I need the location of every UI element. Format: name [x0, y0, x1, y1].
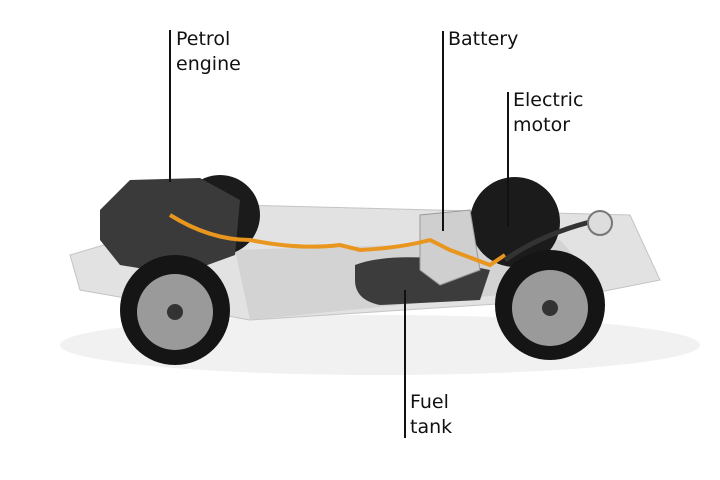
label-line: Petrol: [176, 28, 231, 50]
petrol-engine-label: Petrol engine: [176, 27, 241, 77]
hybrid-cable: [168, 213, 507, 268]
electric-motor-leader-line: [507, 92, 509, 227]
far-rear-wheel: [470, 177, 560, 267]
battery-label: Battery: [448, 27, 518, 52]
label-line: Electric: [513, 89, 584, 111]
label-line: Battery: [448, 28, 519, 50]
fuel-tank-label: Fuel tank: [410, 390, 452, 440]
battery-pack: [419, 209, 481, 286]
rear-wheel: [495, 250, 605, 360]
battery-leader-line: [442, 31, 444, 231]
exhaust-tip: [587, 210, 613, 236]
label-line: tank: [410, 416, 453, 438]
label-line: motor: [513, 114, 571, 136]
petrol-engine-leader-line: [169, 30, 171, 182]
fuel-tank-leader-line: [404, 290, 406, 438]
exhaust-pipe: [503, 219, 591, 263]
electric-motor-label: Electric motor: [513, 88, 583, 138]
label-line: Fuel: [410, 391, 449, 413]
front-wheel: [120, 255, 230, 365]
petrol-engine-block: [100, 178, 240, 275]
label-line: engine: [176, 53, 241, 75]
